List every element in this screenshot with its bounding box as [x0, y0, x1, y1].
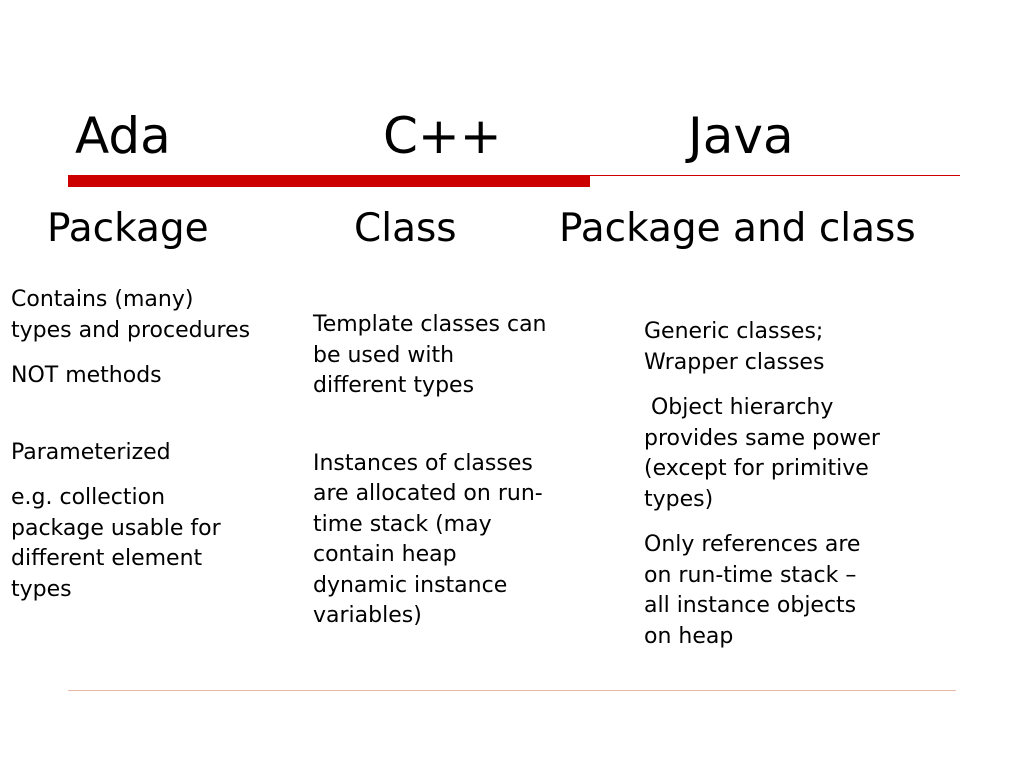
title-underline-thick: [68, 175, 590, 187]
concept-heading-java: Package and class: [559, 206, 916, 251]
text-line: on heap: [644, 623, 734, 649]
text-line: NOT methods: [11, 363, 162, 388]
cpp-column: Template classes can be used with differ…: [313, 310, 547, 632]
java-column: Generic classes; Wrapper classes Object …: [644, 317, 880, 652]
text-line: Instances of classes: [313, 450, 533, 476]
text-line: dynamic instance: [313, 572, 508, 598]
java-paragraph-references: Only references are on run-time stack – …: [644, 530, 880, 652]
text-line: on run-time stack –: [644, 562, 857, 588]
text-line: provides same power: [644, 425, 880, 451]
ada-column: Contains (many) types and procedures NOT…: [11, 285, 250, 605]
text-line: types and procedures: [11, 317, 251, 343]
cpp-paragraph-templates: Template classes can be used with differ…: [313, 310, 547, 402]
text-line: are allocated on run-: [313, 481, 543, 506]
text-line: time stack (may: [313, 511, 492, 537]
ada-paragraph-types: Contains (many) types and procedures: [11, 285, 250, 346]
text-line: Wrapper classes: [644, 349, 825, 375]
text-line: types: [11, 576, 72, 602]
language-title-cpp: C++: [383, 107, 502, 165]
java-paragraph-generics: Generic classes; Wrapper classes: [644, 317, 880, 378]
text-line: variables): [313, 603, 422, 628]
ada-paragraph-example: e.g. collection package usable for diffe…: [11, 483, 250, 605]
text-line: Generic classes;: [644, 319, 824, 344]
footer-rule: [68, 690, 956, 691]
text-line: Only references are: [644, 532, 861, 557]
java-paragraph-hierarchy: Object hierarchy provides same power (ex…: [644, 393, 880, 515]
text-line: types): [644, 486, 714, 512]
text-line: package usable for: [11, 515, 221, 541]
text-line: Parameterized: [11, 439, 171, 465]
language-title-java: Java: [688, 107, 794, 165]
text-line: all instance objects: [644, 593, 857, 618]
ada-paragraph-methods: NOT methods: [11, 361, 250, 392]
title-underline-thin: [590, 175, 960, 176]
text-line: (except for primitive: [644, 456, 869, 481]
text-line: different types: [313, 373, 475, 398]
text-line: different element: [11, 546, 203, 571]
text-line: be used with: [313, 342, 455, 368]
text-line: Template classes can: [313, 312, 547, 337]
text-line: e.g. collection: [11, 485, 166, 510]
language-title-ada: Ada: [75, 107, 171, 165]
concept-heading-ada: Package: [47, 206, 209, 251]
text-line: contain heap: [313, 542, 457, 567]
concept-heading-cpp: Class: [354, 206, 457, 251]
text-line: Object hierarchy: [644, 395, 834, 420]
ada-paragraph-parameterized: Parameterized: [11, 438, 250, 469]
cpp-paragraph-instances: Instances of classes are allocated on ru…: [313, 449, 547, 632]
text-line: Contains (many): [11, 287, 194, 312]
